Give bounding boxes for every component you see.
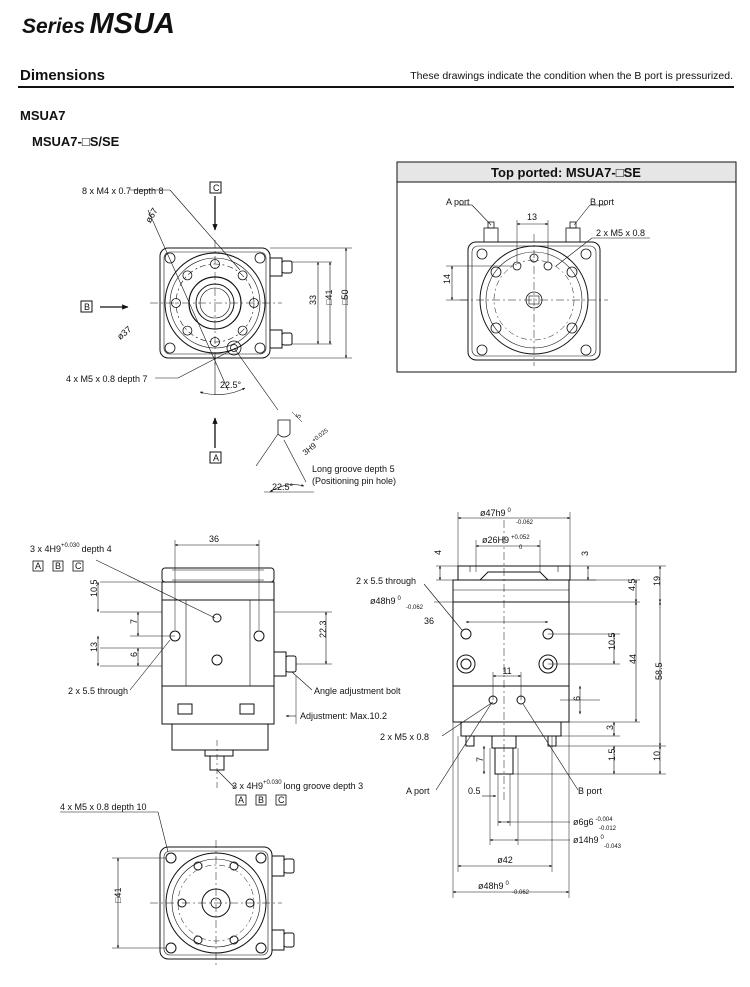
front-dim-10-5: 10.5 — [607, 632, 617, 650]
angle-bolt-label: Angle adjustment bolt — [314, 686, 401, 696]
front-a-port: A port — [406, 786, 430, 796]
front-through-label: 2 x 5.5 through — [356, 576, 416, 586]
holes-bottom-label: 4 x M5 x 0.8 depth 7 — [66, 374, 148, 384]
side-ref-c: C — [75, 561, 82, 571]
front-dim-58-5: 58.5 — [654, 662, 664, 680]
heading-rule — [18, 86, 734, 88]
side-dim-7: 7 — [129, 619, 139, 624]
side-ref-b-bottom: B — [258, 795, 264, 805]
front-dim-6: 6 — [572, 696, 582, 701]
d47-tol-bot: -0.062 — [516, 520, 534, 526]
section-note: These drawings indicate the condition wh… — [410, 70, 733, 82]
top-ported-a-port: A port — [446, 197, 470, 207]
a-ref-label: A — [213, 453, 219, 463]
d6-tol-bot: -0.012 — [599, 826, 617, 832]
side-dim-36: 36 — [209, 534, 219, 544]
front-dim-3-mid: 3 — [605, 725, 615, 730]
side-ref-a-bottom: A — [238, 795, 244, 805]
side-dim-6: 6 — [129, 652, 139, 657]
top-ported-b-port: B port — [590, 197, 615, 207]
diam-37-label: ø37 — [115, 324, 133, 342]
top-view-drawing — [80, 181, 352, 493]
side-ref-boxes-bottom: A B C — [235, 794, 287, 806]
series-prefix: Series — [22, 15, 86, 38]
bottom-dim-41: □41 — [113, 888, 123, 903]
groove-note-1: Long groove depth 5 — [312, 464, 395, 474]
side-dim-10-5: 10.5 — [89, 579, 99, 597]
side-ref-c-bottom: C — [278, 795, 285, 805]
front-ports-label: 2 x M5 x 0.8 — [380, 732, 429, 742]
groove-note-2: (Positioning pin hole) — [312, 476, 396, 486]
d48-bot-tol-bot: -0.062 — [512, 890, 530, 896]
front-dim-10: 10 — [652, 751, 662, 761]
series-title: Series MSUA — [22, 8, 175, 41]
front-b-port: B port — [578, 786, 603, 796]
model-name: MSUA7 — [20, 108, 66, 123]
bottom-view-drawing — [60, 811, 295, 966]
angle-1-label: 22.5° — [220, 380, 242, 390]
top-ported-dim-13: 13 — [527, 212, 537, 222]
side-ref-a: A — [35, 561, 41, 571]
front-dim-0-5: 0.5 — [468, 786, 481, 796]
d6-label: ø6g6-0.004 — [573, 817, 613, 827]
side-view-drawing — [95, 540, 332, 790]
dim-33-label: 33 — [308, 295, 318, 305]
front-dim-4: 4 — [433, 550, 443, 555]
d26-tol-bot: 0 — [519, 545, 523, 551]
top-ported-dim-14: 14 — [442, 274, 452, 284]
adjustment-label: Adjustment: Max.10.2 — [300, 711, 387, 721]
submodel-name: MSUA7-□S/SE — [32, 134, 120, 149]
c-ref-label: C — [213, 183, 220, 193]
front-dim-19: 19 — [652, 576, 662, 586]
d48-top-tol-bot: -0.062 — [406, 605, 424, 611]
front-dim-1-5: 1.5 — [607, 748, 617, 761]
groove-5-label: 5 — [295, 413, 303, 419]
d26-label: ø26H9+0.052 — [482, 535, 530, 545]
section-title: Dimensions — [20, 67, 106, 84]
side-ref-b: B — [55, 561, 61, 571]
side-through-label: 2 x 5.5 through — [68, 686, 128, 696]
top-ported-title: Top ported: MSUA7-□SE — [491, 165, 641, 180]
d14-tol-bot: -0.043 — [604, 844, 622, 850]
side-dim-22-3: 22.3 — [318, 620, 328, 638]
groove-h9-label: 3H9+0.025 — [300, 428, 333, 458]
series-name: MSUA — [89, 8, 175, 40]
front-dim-4-5: 4.5 — [627, 578, 637, 591]
dim-41-label: □41 — [324, 290, 334, 305]
b-ref-label: B — [84, 302, 90, 312]
dim-50-label: □50 — [340, 290, 350, 305]
bottom-holes-label: 4 x M5 x 0.8 depth 10 — [60, 802, 147, 812]
front-view-drawing — [423, 512, 666, 898]
holes-top-label: 8 x M4 x 0.7 depth 8 — [82, 186, 164, 196]
front-dim-7: 7 — [475, 757, 485, 762]
diam-67-label: ø67 — [143, 206, 159, 224]
top-ported-box — [396, 161, 737, 373]
front-dim-3-top: 3 — [580, 551, 590, 556]
side-ref-boxes-top: A B C — [32, 560, 84, 572]
front-dim-36: 36 — [424, 616, 434, 626]
top-ported-ports: 2 x M5 x 0.8 — [596, 228, 645, 238]
front-dim-44: 44 — [628, 654, 638, 664]
side-dim-13: 13 — [89, 642, 99, 652]
d42-label: ø42 — [497, 855, 513, 865]
front-dim-11: 11 — [502, 666, 511, 676]
angle-2-label: 22.5° — [272, 482, 294, 492]
